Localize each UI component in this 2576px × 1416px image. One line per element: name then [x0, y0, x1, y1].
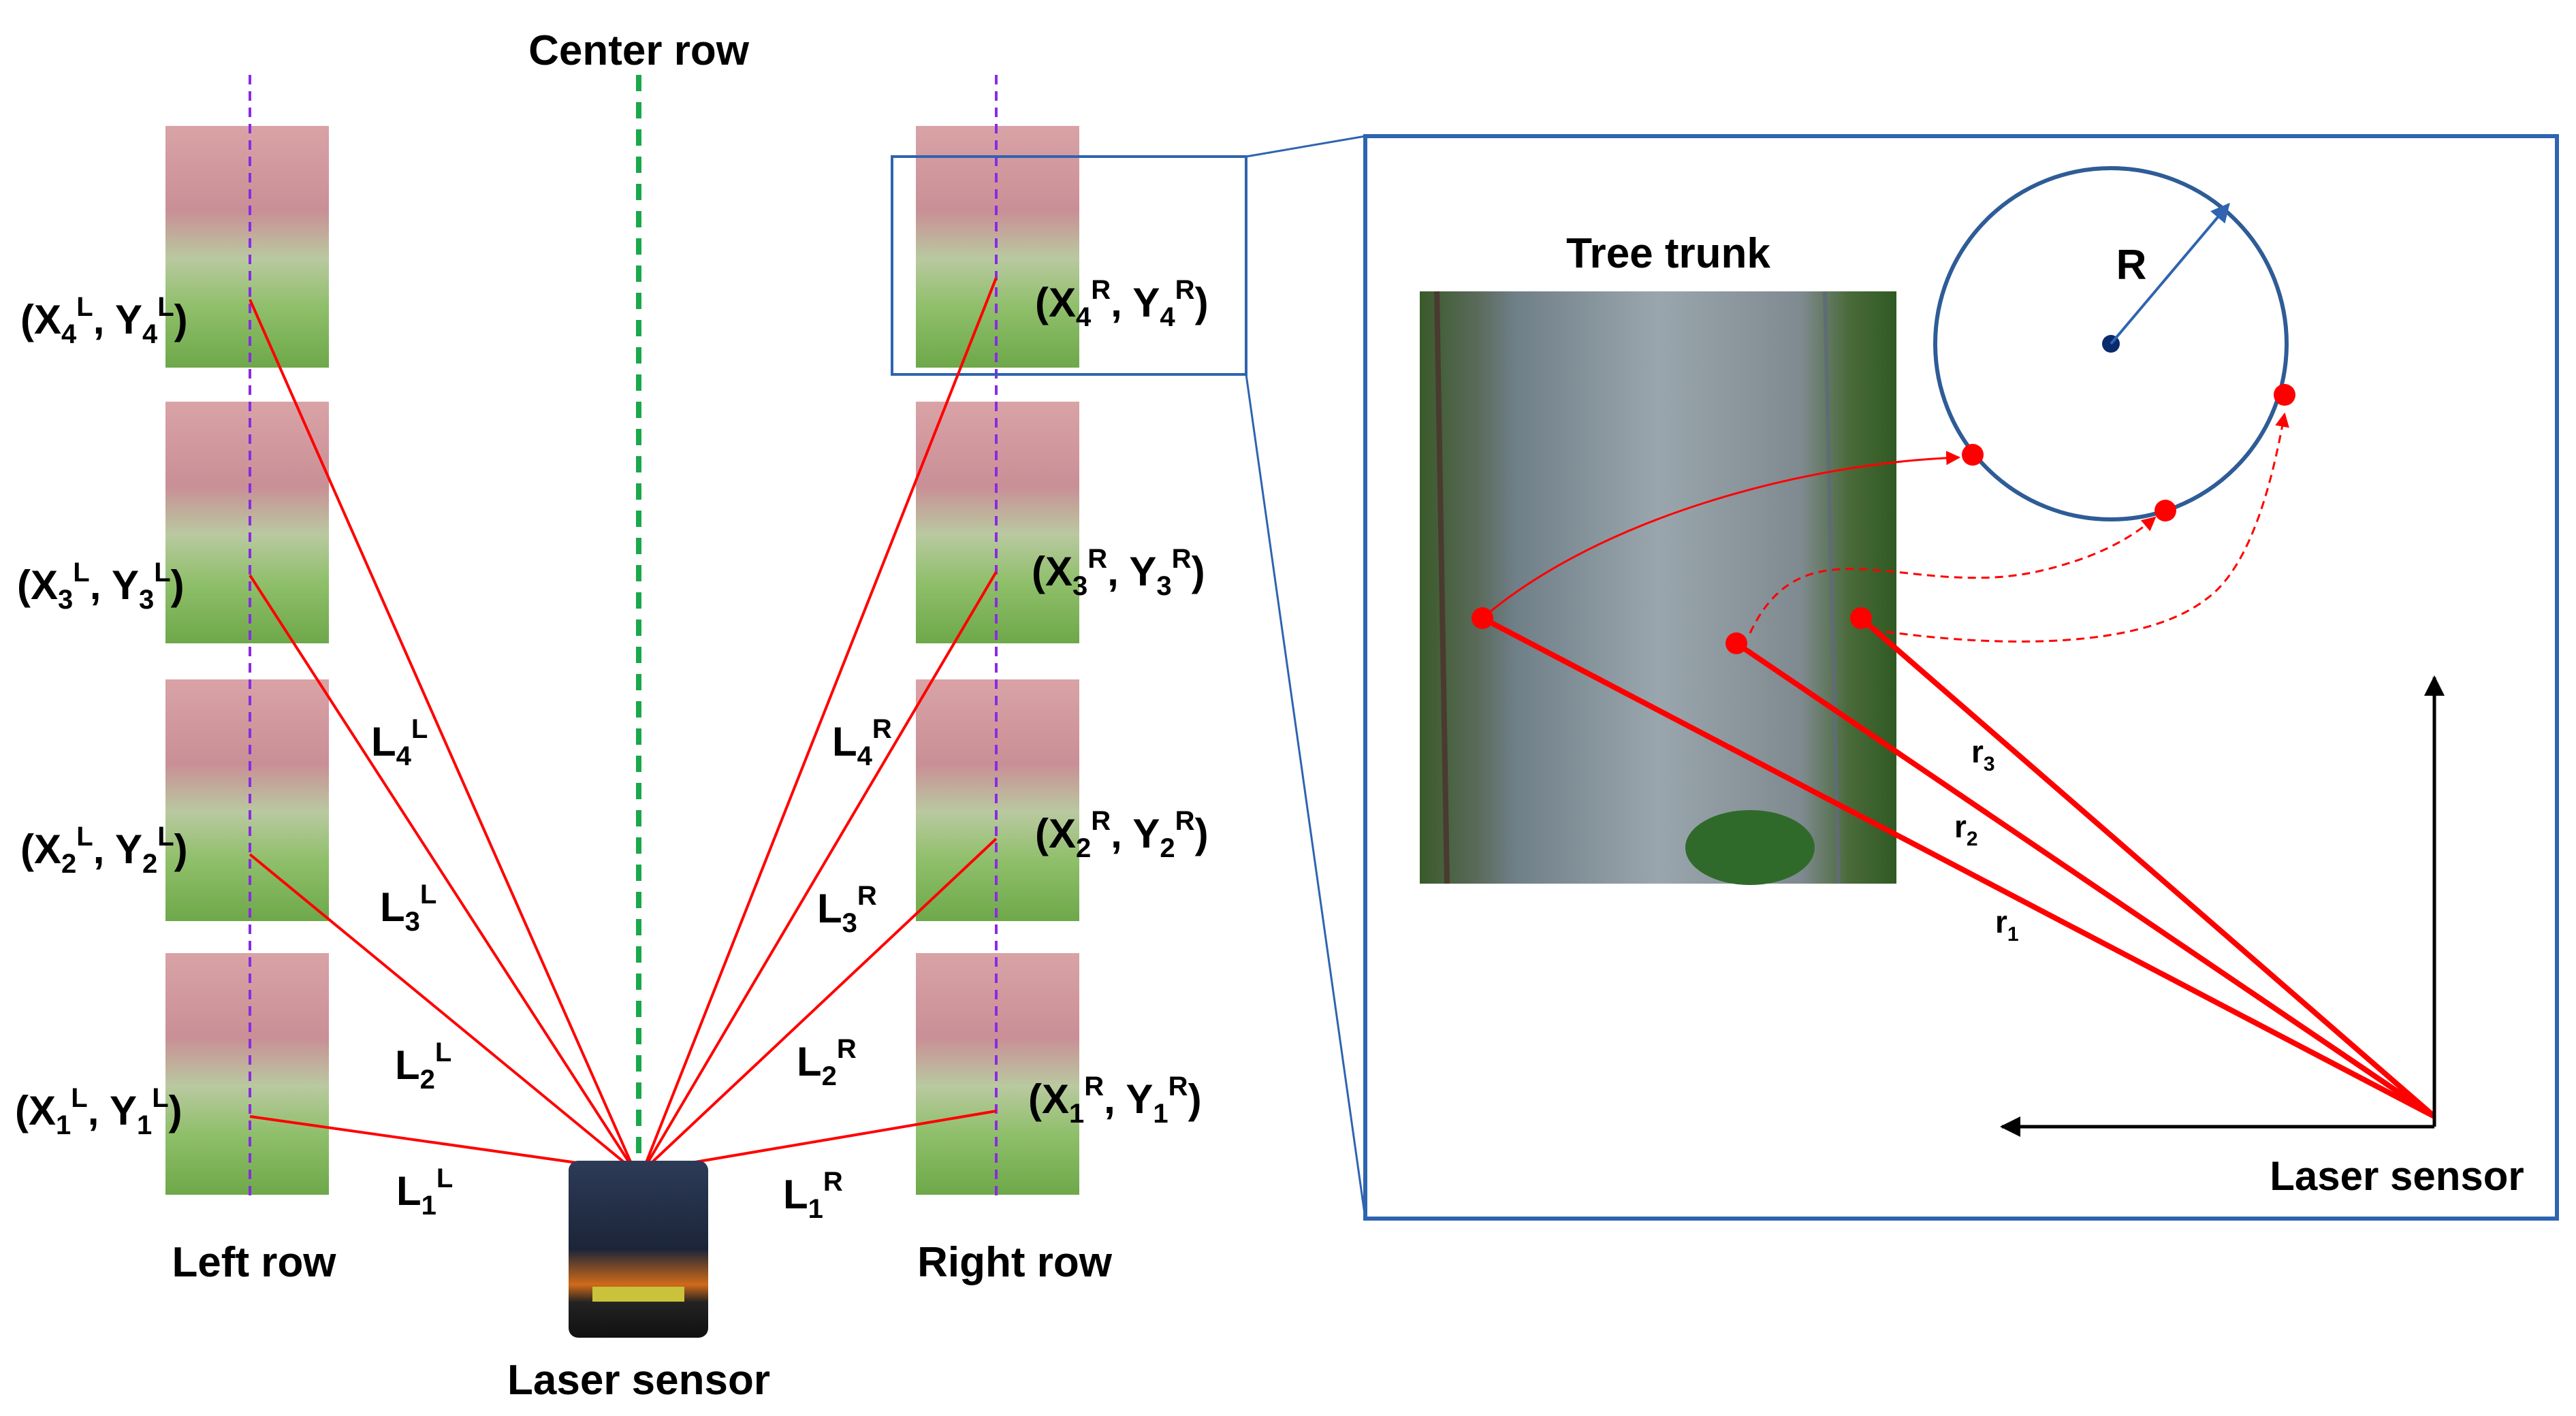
range-lines: [1481, 615, 2436, 1119]
zoom-selection-box: [891, 155, 1247, 376]
distance-left-4: L4L: [371, 714, 428, 771]
circle-point-2: [2154, 500, 2176, 521]
right-row-trees: [891, 75, 1247, 1198]
circle-point-1: [1962, 444, 1984, 466]
coord-right-4: (X4R, Y4R): [1035, 275, 1209, 332]
laser-line-right-1: [642, 1110, 997, 1172]
circle-point-3: [2274, 384, 2295, 406]
distance-right-3: L3R: [817, 881, 877, 938]
laser-line-left-3: [249, 574, 636, 1172]
mapping-arrow-2: [1749, 516, 2157, 634]
left-row-trees: [165, 75, 329, 1198]
zoom-connector-bottom: [1245, 374, 1367, 1219]
distance-left-1: L1L: [396, 1163, 453, 1221]
zoom-connector-top: [1245, 135, 1366, 158]
mapping-arrows: [1482, 412, 2289, 643]
left-row-label: Left row: [172, 1239, 336, 1286]
laser-line-left-4: [249, 299, 636, 1172]
radius-arrow: [2110, 202, 2230, 345]
distance-right-2: L2R: [797, 1034, 857, 1091]
laser-line-right-3: [641, 570, 998, 1172]
mapping-arrow-1: [1482, 451, 1961, 620]
coord-left-4: (X4L, Y4L): [20, 292, 188, 349]
right-distance-labels: L4R L3R L2R L1R: [783, 714, 892, 1224]
range-line-2: [1734, 641, 2436, 1119]
left-coordinates: (X4L, Y4L) (X3L, Y3L) (X2L, Y2L) (X1L, Y…: [15, 292, 188, 1140]
laser-sensor-label: Laser sensor: [507, 1357, 770, 1404]
distance-left-2: L2L: [395, 1037, 451, 1095]
laser-line-left-2: [249, 853, 636, 1172]
distance-left-3: L3L: [380, 880, 436, 937]
mapping-arrow-3: [1872, 412, 2289, 643]
laser-sensor-detail-label: Laser sensor: [2270, 1153, 2524, 1199]
laser-lines: [249, 277, 998, 1172]
tree-trunk-photo: [1420, 291, 1896, 885]
tree-trunk-label: Tree trunk: [1566, 230, 1770, 277]
range-line-3: [1859, 615, 2436, 1119]
right-coordinates: (X4R, Y4R) (X3R, Y3R) (X2R, Y2R) (X1R, Y…: [1028, 275, 1209, 1129]
range-line-1: [1481, 615, 2436, 1119]
right-row-label: Right row: [917, 1239, 1113, 1286]
coord-right-2: (X2R, Y2R): [1035, 806, 1209, 863]
laser-line-right-4: [641, 277, 998, 1172]
laser-sensor-device: [569, 1161, 708, 1338]
center-row-label: Center row: [528, 27, 750, 74]
left-distance-labels: L4L L3L L2L L1L: [371, 714, 453, 1221]
laser-line-left-1: [249, 1115, 635, 1172]
left-tree-image-2: [165, 679, 329, 921]
detail-panel-frame: [1363, 134, 2559, 1221]
laser-line-right-2: [641, 837, 998, 1172]
coord-left-1: (X1L, Y1L): [15, 1083, 182, 1140]
left-tree-image-1: [165, 953, 329, 1195]
coord-left-3: (X3L, Y3L): [17, 558, 185, 615]
left-tree-image-3: [165, 402, 329, 643]
left-tree-image-4: [165, 126, 329, 368]
coord-left-2: (X2L, Y2L): [20, 822, 188, 879]
distance-right-1: L1R: [783, 1167, 843, 1224]
fitted-trunk-circle: [1933, 166, 2289, 521]
range-label-3: r3: [1971, 734, 1995, 775]
distance-right-4: L4R: [832, 714, 892, 771]
range-label-2: r2: [1954, 809, 1978, 850]
coord-right-3: (X3R, Y3R): [1032, 544, 1205, 601]
coord-right-1: (X1R, Y1R): [1028, 1072, 1202, 1129]
range-label-1: r1: [1995, 904, 2019, 946]
radius-label: R: [2116, 242, 2147, 289]
